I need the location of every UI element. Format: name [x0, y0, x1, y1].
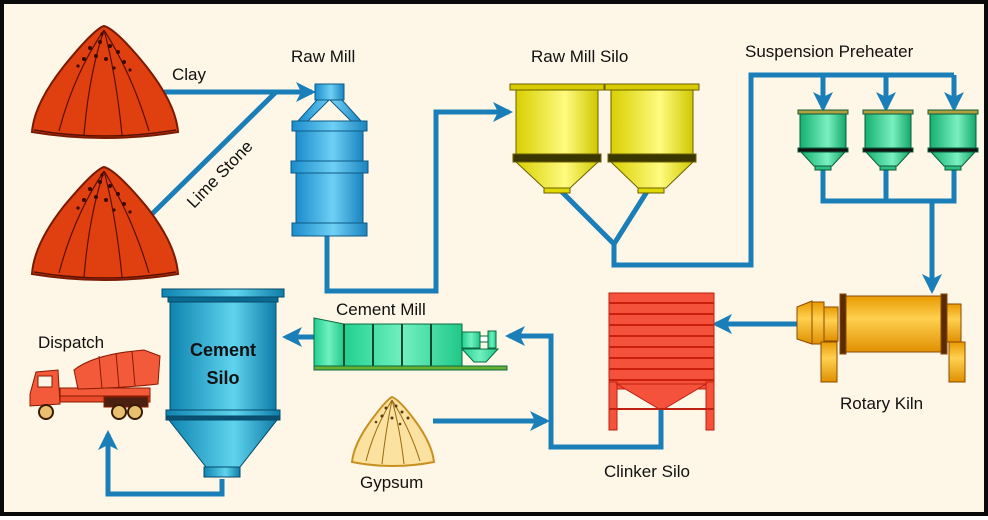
label-cement-silo-line2: Silo: [206, 368, 239, 388]
preheater-cyclone-2: [862, 109, 914, 171]
limestone-pile: [30, 165, 180, 281]
flow-silo-to-dispatch: [98, 430, 225, 497]
label-rotary-kiln: Rotary Kiln: [840, 394, 923, 413]
clinker-silo: [608, 292, 715, 431]
flow-raw-mill-to-silo: [324, 102, 513, 294]
label-cement-silo-line1: Cement: [190, 340, 256, 360]
gypsum-pile: [350, 395, 436, 467]
flow-limestone-to-raw-mill: [150, 90, 278, 216]
clay-pile: [30, 24, 180, 139]
preheater-cyclone-1: [797, 109, 849, 171]
raw-mill: [290, 83, 369, 237]
label-raw-mill-silo: Raw Mill Silo: [531, 47, 628, 66]
raw-mill-silo-left: [509, 83, 605, 194]
rotary-kiln: [796, 293, 966, 383]
flow-preheater-collect: [820, 169, 957, 204]
label-dispatch: Dispatch: [38, 333, 104, 352]
flow-lines: [98, 72, 964, 497]
label-suspension-preheater: Suspension Preheater: [745, 42, 914, 61]
flow-silo-split-left: [558, 188, 616, 246]
label-clay: Clay: [172, 65, 207, 84]
flow-clinker-silo-to-cement-mill: [505, 326, 664, 450]
flow-silo-split-right: [611, 188, 651, 246]
preheater-cyclone-3: [927, 109, 979, 171]
flow-silo-to-preheater: [611, 72, 954, 268]
label-cement-mill: Cement Mill: [336, 300, 426, 319]
truck-icon: [29, 349, 161, 408]
cement-process-diagram: Clay Lime Stone Raw Mill Raw Mill Silo S…: [29, 24, 979, 497]
cement-mill: [313, 317, 508, 371]
label-clinker-silo: Clinker Silo: [604, 462, 690, 481]
raw-mill-silo-right: [604, 83, 700, 194]
label-raw-mill: Raw Mill: [291, 47, 355, 66]
truck-wheels: [38, 404, 143, 420]
label-gypsum: Gypsum: [360, 473, 423, 492]
cement-silo: [161, 288, 285, 478]
